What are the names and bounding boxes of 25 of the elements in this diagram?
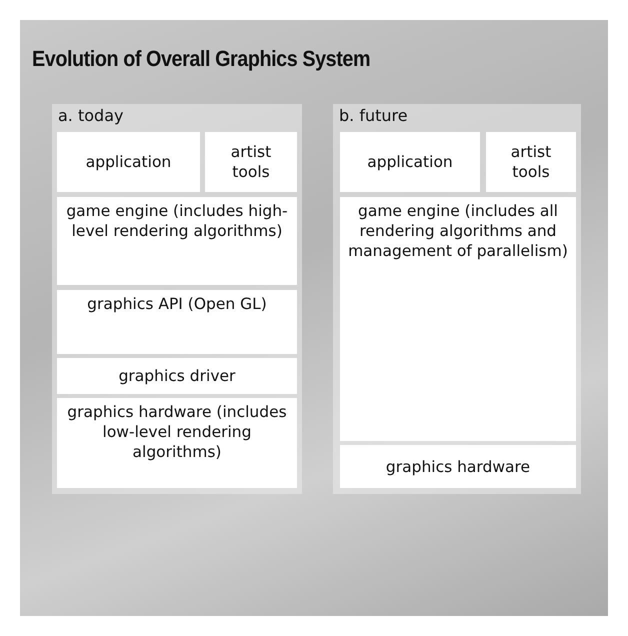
layer-box [205,132,297,192]
column-heading: b. future [339,106,408,125]
layer-label: application [367,153,453,171]
layer-box [340,132,480,192]
stack-panel [333,104,581,494]
layer-label: application [86,153,172,171]
layer-box [340,445,576,488]
title: Evolution of Overall Graphics System [32,46,370,72]
layer-box [57,290,297,354]
layer-box [486,132,576,192]
layer-label: game engine (includes all rendering algorithms and management of parallelism) [348,202,568,260]
layer-box [57,358,297,394]
layer-box [57,132,200,192]
stack-panel [52,104,302,494]
layer-box [340,197,576,441]
layer-label: graphics driver [118,367,236,385]
column-heading: a. today [58,106,124,125]
layer-box [57,197,297,285]
layer-label: graphics hardware [386,458,530,476]
layer-box [57,398,297,488]
layer-label: game engine (includes high-level rendering algorithms) [66,202,288,240]
layer-label: artist tools [230,143,272,181]
layer-label: artist tools [510,143,552,181]
layer-label: graphics API (Open GL) [87,295,267,313]
layer-label: graphics hardware (includes low-level rendering algorithms) [67,403,287,461]
